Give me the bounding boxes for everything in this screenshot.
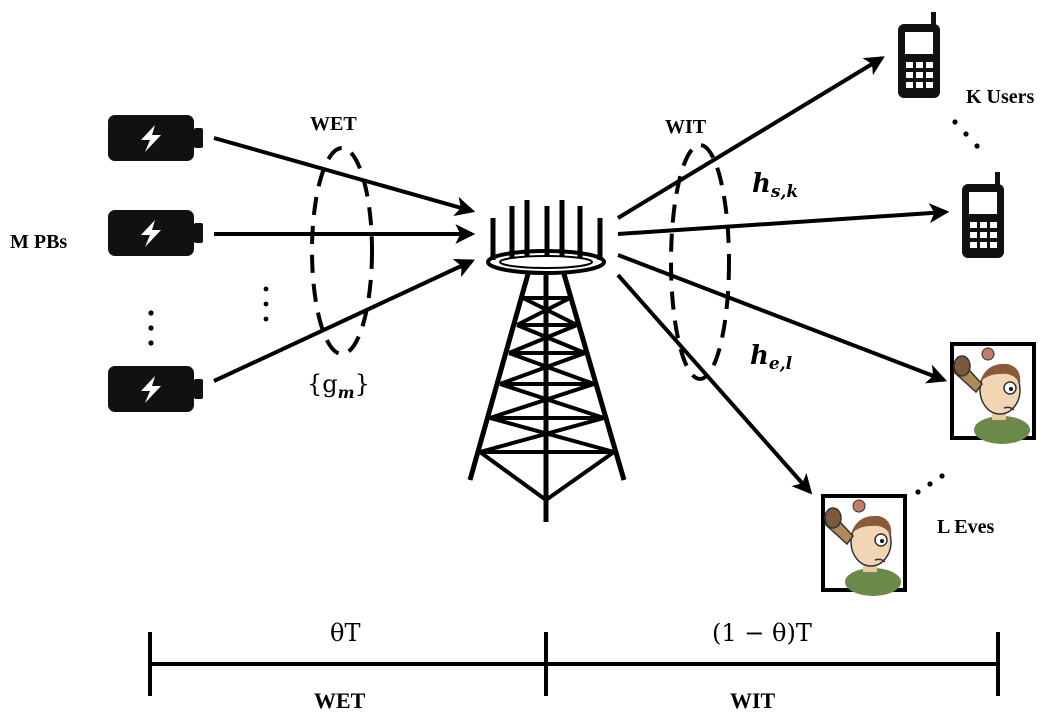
channel-he-label: he,l [750, 341, 793, 374]
diagonal-dots-eves [915, 473, 945, 495]
eavesdropper-icon [950, 342, 1036, 446]
eves-label: L Eves [937, 516, 994, 538]
wit-channel-ellipse [669, 143, 731, 381]
users-label: K Users [966, 86, 1035, 108]
one-minus-theta-t-label: (1 − θ)T [712, 619, 812, 647]
phone-icon [962, 172, 1004, 258]
eavesdropper-icon [821, 494, 907, 598]
diagonal-dots-users [952, 119, 980, 149]
battery-icon [108, 210, 203, 256]
phase-wit-label: WIT [730, 688, 776, 713]
power-beacons-label: M PBs [10, 231, 67, 253]
wet-arrow [213, 258, 476, 383]
wit-arrow-user [617, 203, 950, 236]
battery-icon [108, 115, 203, 161]
channel-g-label: {gm} [307, 370, 370, 402]
vertical-dots-batteries [148, 310, 154, 346]
phase-wet-label: WET [314, 688, 366, 713]
wit-links [616, 56, 950, 495]
wit-arrow-user [616, 56, 885, 220]
channel-hs-label: hs,k [752, 169, 798, 202]
theta-t-label: θT [330, 619, 360, 647]
wet-arrow [213, 136, 476, 217]
battery-icon [108, 366, 203, 412]
tower-icon [467, 200, 627, 522]
wet-links [213, 136, 476, 383]
wet-channel-ellipse [310, 146, 374, 356]
timeline [148, 632, 1000, 696]
wet-label: WET [310, 113, 357, 135]
wit-label: WIT [665, 116, 707, 138]
wit-arrow-eve [616, 273, 813, 495]
phone-icon [898, 12, 940, 98]
vertical-dots-wet [263, 286, 269, 322]
